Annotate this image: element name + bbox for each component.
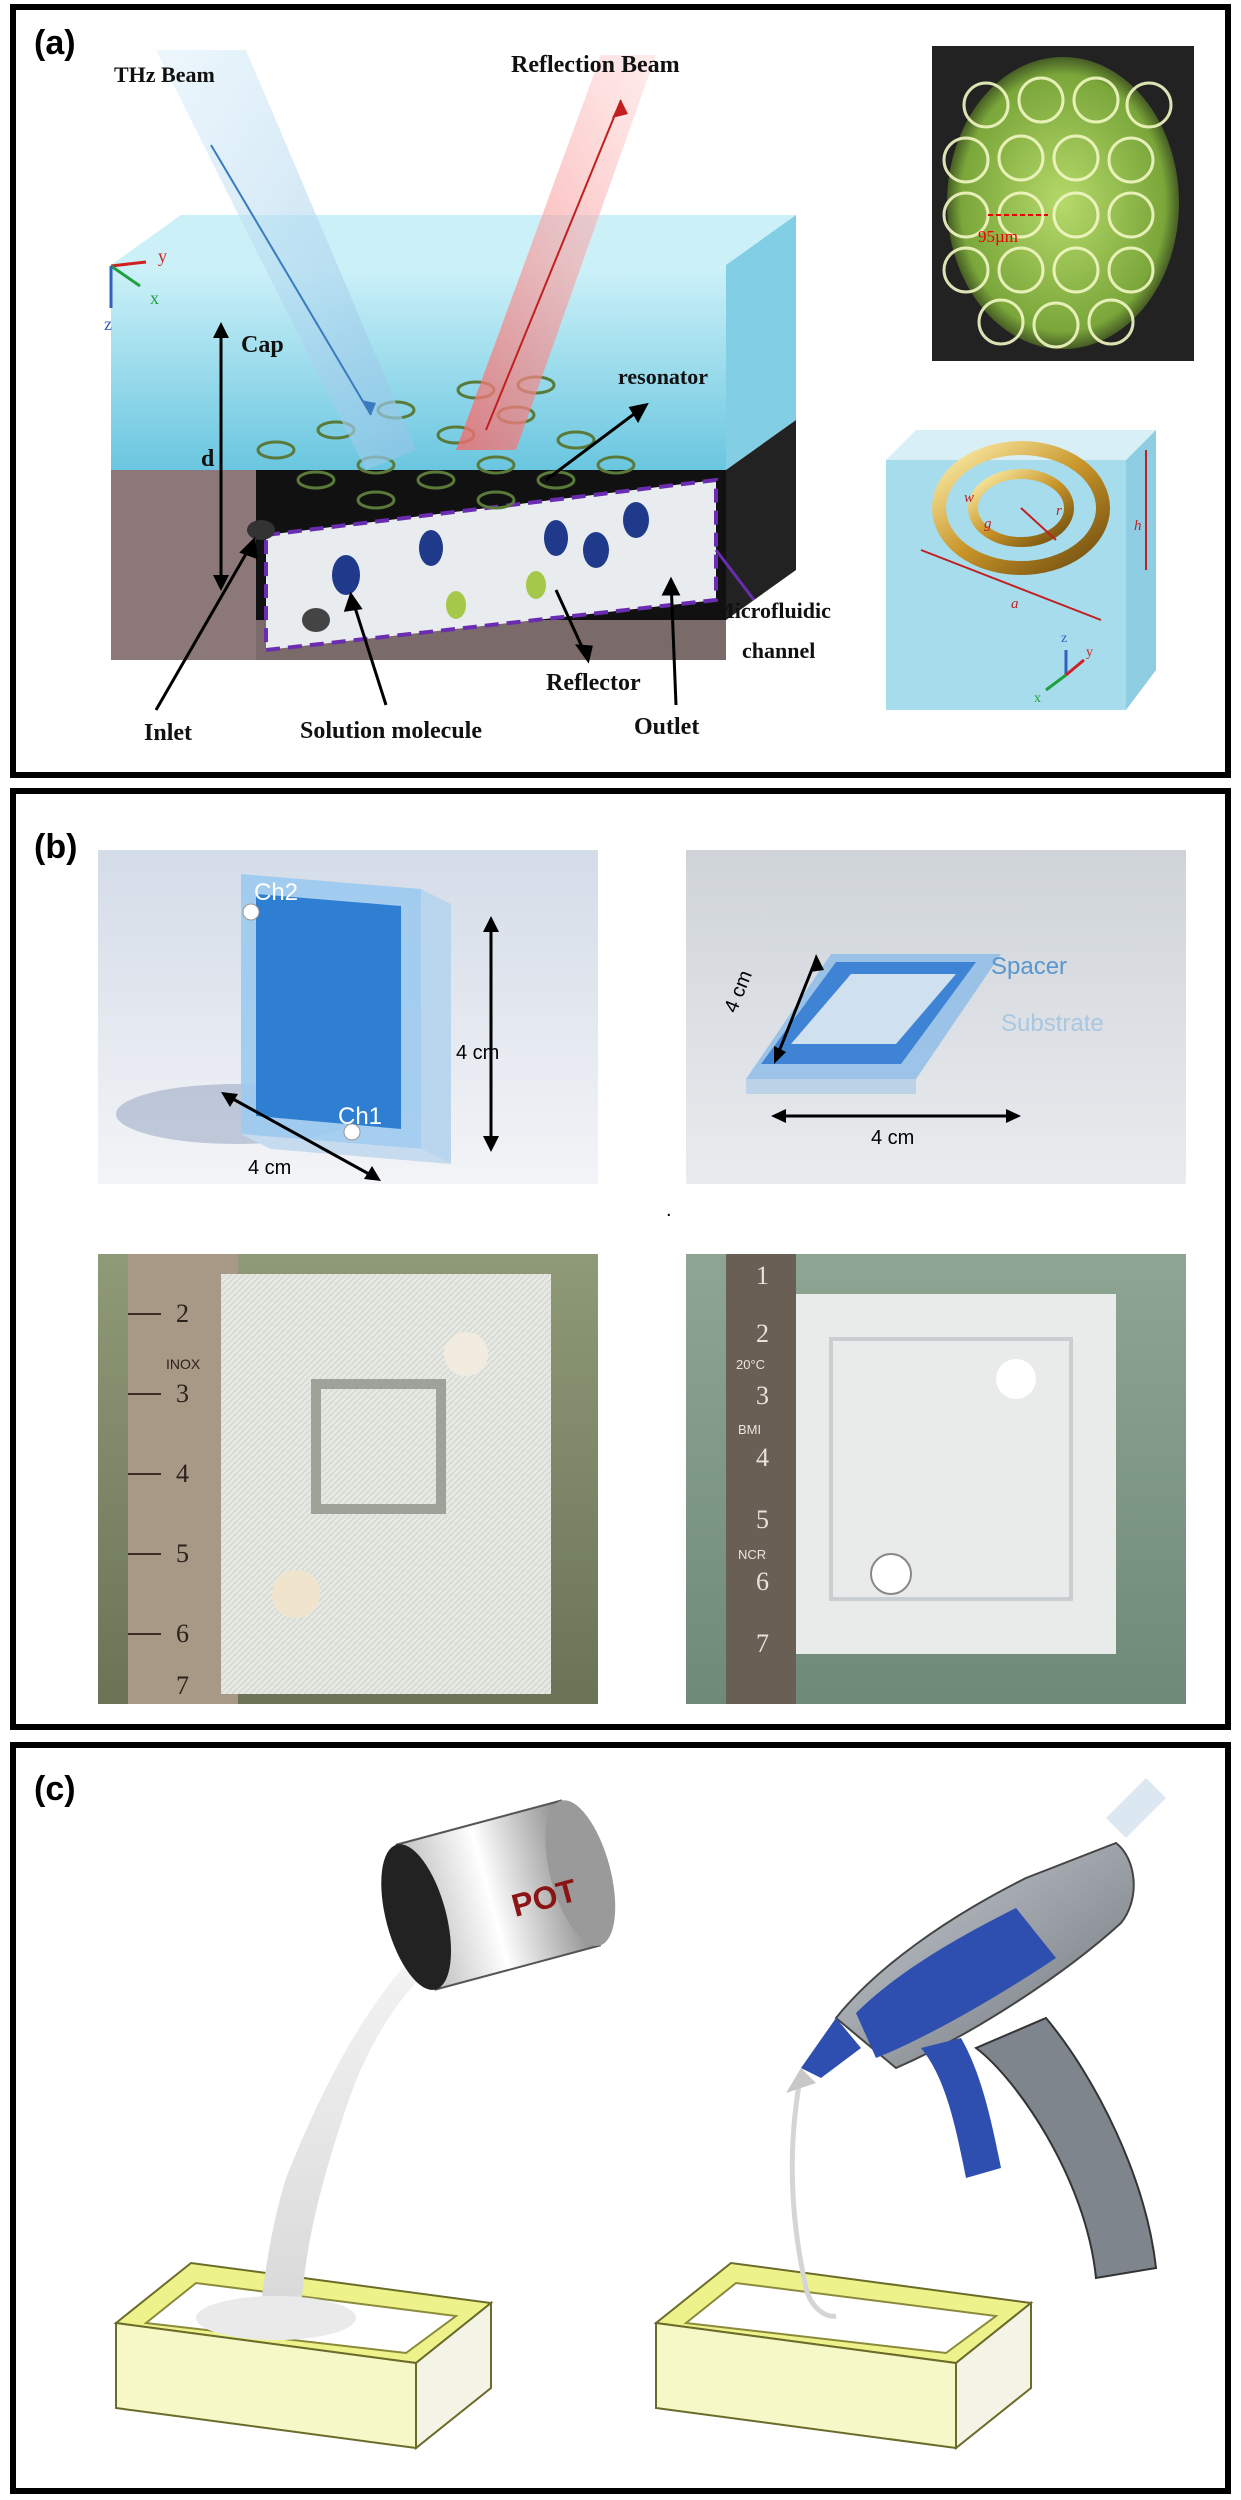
ruler-2-num: 1 [756,1261,769,1290]
resonator-label: resonator [618,364,708,389]
substrate-label: Substrate [1001,1010,1104,1037]
cap-side-face [726,215,796,470]
outlet-label: Outlet [634,714,699,740]
mold-right [653,2261,1034,2451]
channel-label: channel [742,638,815,663]
unit-h-label: h [1134,518,1142,534]
unit-r-label: r [1056,503,1062,519]
solution-molecules [247,502,649,632]
ruler-2-num: 6 [756,1567,769,1596]
ch1-label: Ch1 [338,1103,382,1130]
ruler-2-num: 2 [756,1319,769,1348]
unit-g-label: g [984,516,992,532]
unit-cell-render [886,430,1156,710]
glue-gun [786,1778,1166,2280]
ruler-2-mark: 20°C [736,1357,765,1372]
d-label: d [201,446,215,472]
callout-arrows [154,402,756,711]
ruler-2-numbers: 1 2 3 4 5 6 7 [756,1261,769,1658]
fabrication-illustration: POT [113,1778,1166,2451]
mold-left [113,2261,494,2451]
solution-molecule-label: Solution molecule [300,718,482,744]
ruler-1-num: 6 [176,1619,189,1648]
ruler-2-mark: BMI [738,1422,761,1437]
ruler-2-mark: NCR [738,1547,766,1562]
reflection-beam-label: Reflection Beam [511,52,680,78]
thz-beam [156,50,416,470]
ch2-label: Ch2 [254,879,298,906]
pdms-stream [261,1958,436,2308]
cap-top-face [111,215,796,265]
unit-axis-z: z [1061,631,1067,646]
axis-x-label: x [150,288,159,308]
ruler-2-num: 3 [756,1381,769,1410]
ruler-1-num: 4 [176,1459,189,1488]
ruler-1-num: 2 [176,1299,189,1328]
dim-base-label: 4 cm [871,1127,914,1149]
unit-axis-x: x [1034,691,1041,706]
axis-z-label: z [104,314,112,334]
ruler-1-mark: INOX [166,1356,201,1372]
ruler-1-numbers: 2 3 4 5 6 7 [176,1299,189,1700]
ruler-2-num: 5 [756,1505,769,1534]
unit-w-label: w [964,490,974,506]
axis-indicator-a [109,260,147,308]
cap-label: Cap [241,332,284,358]
pot-container [381,1799,616,1991]
panel-a: (a) [10,4,1231,778]
spacer-label: Spacer [991,953,1067,980]
ruler-1-num: 3 [176,1379,189,1408]
dim-height-label: 4 cm [456,1042,499,1064]
inlet-label: Inlet [144,720,192,746]
ruler-1-num: 7 [176,1671,189,1700]
device-images: Ch2 Ch1 4 cm 4 cm 4 cm 4 cm Spacer Subst… [98,850,1186,1704]
panel-c-label: (c) [34,1770,76,1808]
ruler-2-num: 7 [756,1629,769,1658]
panel-b-label: (b) [34,828,78,866]
reflection-beam [456,55,656,450]
panel-a-label: (a) [34,24,76,62]
glue-strand [789,2072,837,2319]
cap-front-face [111,265,726,470]
reflector-label: Reflector [546,670,641,696]
scale-label: 95µm [978,227,1018,246]
thz-beam-label: THz Beam [114,62,215,87]
ruler-2-num: 4 [756,1443,769,1472]
unit-axis-y: y [1086,645,1093,660]
microfluidic-label: Microfluidic [714,598,831,623]
sensor-schematic: THz Beam Reflection Beam Cap d resonator… [104,46,1194,746]
unit-a-label: a [1011,596,1019,612]
axis-y-label: y [158,246,167,266]
panel-c: (c) POT [10,1742,1231,2494]
ruler-1-num: 5 [176,1539,189,1568]
dim-width-label: 4 cm [248,1157,291,1179]
panel-b: (b) [10,788,1231,1730]
separator-dot: . [666,1199,672,1221]
